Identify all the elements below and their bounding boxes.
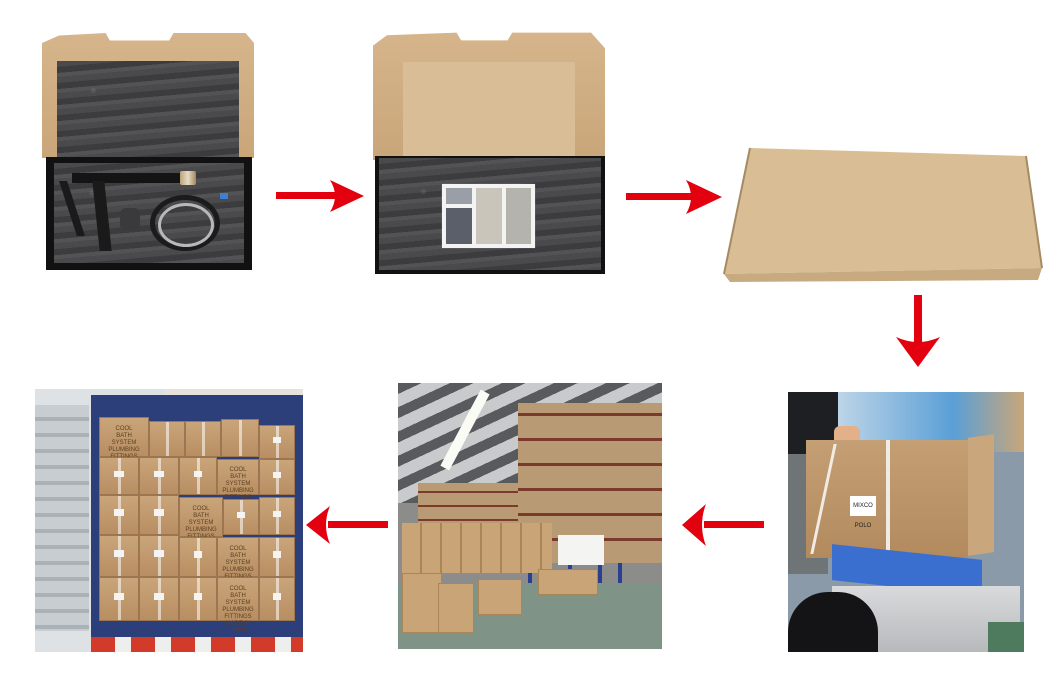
strap-band [886,440,890,558]
carton [259,497,295,535]
instruction-thumb [446,188,472,204]
step-5-warehouse-photo [398,383,662,649]
instruction-thumb [506,188,531,244]
container-door [35,405,89,631]
step-2-foam-cover-photo [373,30,607,274]
blue-connector [220,193,228,199]
lid-inner-panel [403,62,575,158]
pallet-box [438,583,474,633]
faucet-spout [72,173,192,183]
carton [179,537,217,577]
carton [223,499,259,535]
brass-fitting [180,171,196,185]
carton [99,457,139,495]
step-4-strapping-photo: MIXCO POLO [788,392,1024,652]
pallet-box [538,569,598,595]
carton [179,577,217,621]
arrow-right-icon [276,180,364,212]
truck-bumper [91,637,303,652]
carton [259,459,295,495]
handle-knob [120,208,140,230]
carton [179,457,217,495]
hose-coil-inner [158,203,214,247]
carton [259,577,295,621]
lid-foam-pad [57,61,239,159]
floor [988,622,1024,652]
carton [221,419,259,457]
pallet-box [478,579,522,615]
arrow-left-icon [306,506,388,544]
carton-label: MIXCO POLO [850,496,876,529]
master-carton-side [968,434,994,556]
carton [99,577,139,621]
carton [139,457,179,495]
carton [139,577,179,621]
carton [259,537,295,577]
carton [259,425,295,459]
carton [99,495,139,535]
floor-stacks [402,523,552,573]
instruction-thumb [476,188,502,244]
notice-board [558,535,604,565]
carton [99,535,139,577]
instruction-sheet [442,184,535,248]
carton [139,495,179,535]
carton [139,535,179,577]
arrow-right-icon [626,180,722,214]
carton [149,421,185,457]
step-1-product-in-foam-photo [40,33,256,271]
arrow-down-icon [896,295,940,367]
black-bin [788,592,878,652]
carton [185,421,221,457]
instruction-thumb [446,208,472,244]
closed-carton-shape [723,147,1043,282]
hose-coil [150,195,220,251]
pallet-box [402,573,442,633]
arrow-left-icon [682,504,764,546]
carton-label-text: MIXCO POLO [853,503,873,529]
step-3-closed-carton-photo [720,146,1044,282]
